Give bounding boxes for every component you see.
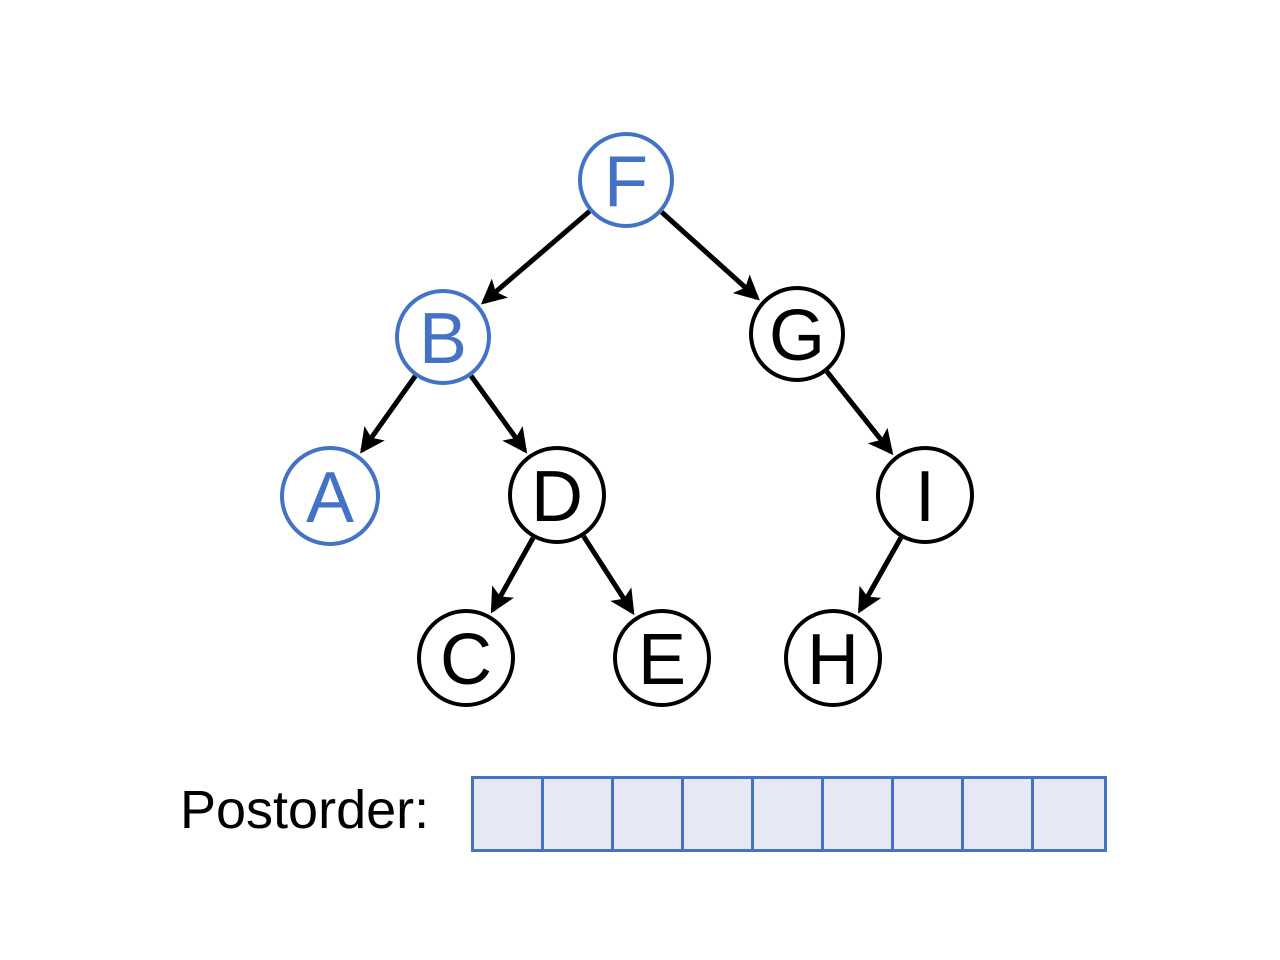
node-circle-a	[280, 446, 380, 546]
tree-node-d[interactable]: D	[508, 446, 606, 544]
postorder-cell-6[interactable]	[824, 779, 894, 849]
tree-node-f[interactable]: F	[578, 132, 674, 228]
tree-edge-g-to-i	[824, 370, 894, 456]
postorder-label: Postorder:	[180, 780, 430, 840]
node-circle-h	[784, 609, 882, 707]
node-label-e: E	[638, 620, 686, 700]
node-circle-g	[749, 286, 845, 382]
postorder-cell-5[interactable]	[754, 779, 824, 849]
tree-edge-d-to-c	[490, 536, 536, 614]
postorder-cell-9[interactable]	[1034, 779, 1104, 849]
tree-node-a[interactable]: A	[280, 446, 380, 546]
postorder-cell-3[interactable]	[614, 779, 684, 849]
tree-node-g[interactable]: G	[749, 286, 845, 382]
tree-edge-d-to-e	[581, 534, 635, 616]
postorder-cell-8[interactable]	[964, 779, 1034, 849]
node-circle-d	[508, 446, 606, 544]
tree-node-e[interactable]: E	[613, 609, 711, 707]
node-label-c: C	[440, 620, 492, 700]
tree-node-c[interactable]: C	[417, 609, 515, 707]
node-label-f: F	[604, 142, 648, 222]
tree-edges	[360, 209, 904, 616]
node-label-a: A	[306, 458, 354, 538]
tree-edge-f-to-g	[659, 210, 760, 301]
tree-edge-b-to-a	[360, 374, 418, 454]
tree-node-b[interactable]: B	[395, 289, 491, 385]
node-label-d: D	[531, 457, 583, 537]
node-label-g: G	[769, 296, 825, 376]
node-circle-i	[876, 446, 974, 544]
node-label-h: H	[807, 620, 859, 700]
postorder-cell-4[interactable]	[684, 779, 754, 849]
postorder-answer-table[interactable]	[471, 776, 1107, 852]
postorder-cell-2[interactable]	[544, 779, 614, 849]
node-label-b: B	[419, 299, 467, 379]
node-label-i: I	[915, 457, 935, 537]
tree-node-i[interactable]: I	[876, 446, 974, 544]
node-circle-e	[613, 609, 711, 707]
tree-edge-f-to-b	[480, 209, 592, 305]
tree-nodes: F B G A D I C E H	[280, 132, 974, 707]
node-circle-c	[417, 609, 515, 707]
postorder-cell-7[interactable]	[894, 779, 964, 849]
tree-edge-i-to-h	[857, 536, 904, 614]
tree-edge-b-to-d	[469, 374, 528, 454]
node-circle-f	[578, 132, 674, 228]
tree-node-h[interactable]: H	[784, 609, 882, 707]
postorder-cell-1[interactable]	[474, 779, 544, 849]
node-circle-b	[395, 289, 491, 385]
